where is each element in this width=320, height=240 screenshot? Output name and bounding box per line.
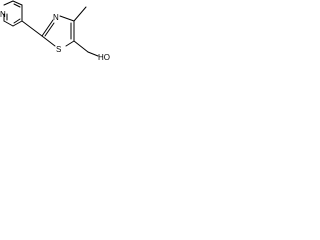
pyridine-bond-4-inner — [13, 18, 21, 24]
ring-link-bond — [21, 20, 43, 37]
pyridine-bond-5 — [3, 20, 14, 27]
chemical-structure-diagram: N N S HO — [0, 0, 110, 62]
pyridine-nitrogen-label: N — [0, 10, 6, 19]
thiazole-bond-c2-n3-inner — [44, 22, 55, 37]
thiazole-bond-c2-n3 — [41, 19, 54, 37]
pyridine-bond-4 — [12, 20, 23, 27]
thiazole-sulfur-label: S — [56, 45, 61, 54]
thiazole-bond-c5-s1 — [65, 40, 75, 47]
pyridine-bond-2 — [12, 0, 23, 6]
ch2-oh-bond — [87, 51, 99, 57]
pyridine-bond-2-inner — [13, 3, 21, 8]
pyridine-bond-1 — [3, 0, 14, 6]
thiazole-bond-n3-c4 — [59, 15, 75, 22]
hydroxyl-label: HO — [98, 53, 110, 62]
thiazole-bond-s1-c2 — [41, 35, 56, 47]
ch2-bond — [73, 40, 89, 53]
thiazole-nitrogen-label: N — [53, 13, 59, 22]
methyl-bond — [73, 6, 87, 22]
